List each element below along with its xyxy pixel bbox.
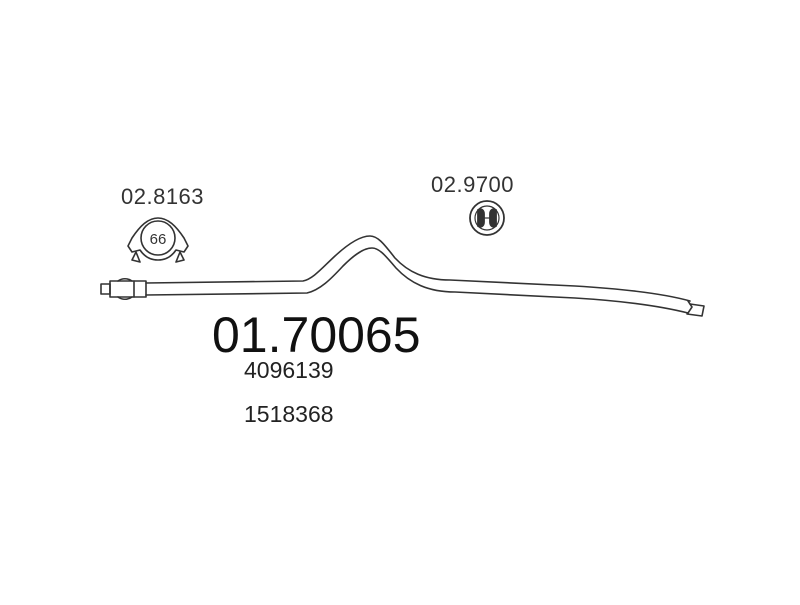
clamp-size-text: 66 <box>150 231 167 248</box>
exhaust-pipe <box>100 235 705 317</box>
exhaust-clamp-icon: 66 <box>127 217 189 263</box>
main-part-number: 01.70065 <box>212 307 421 363</box>
rubber-hanger-icon <box>469 200 505 236</box>
rubber-mount-part-number: 02.9700 <box>431 172 515 197</box>
oe-number-1: 4096139 <box>244 357 334 383</box>
clamp-part-number: 02.8163 <box>121 184 205 209</box>
oe-number-2: 1518368 <box>244 401 334 427</box>
